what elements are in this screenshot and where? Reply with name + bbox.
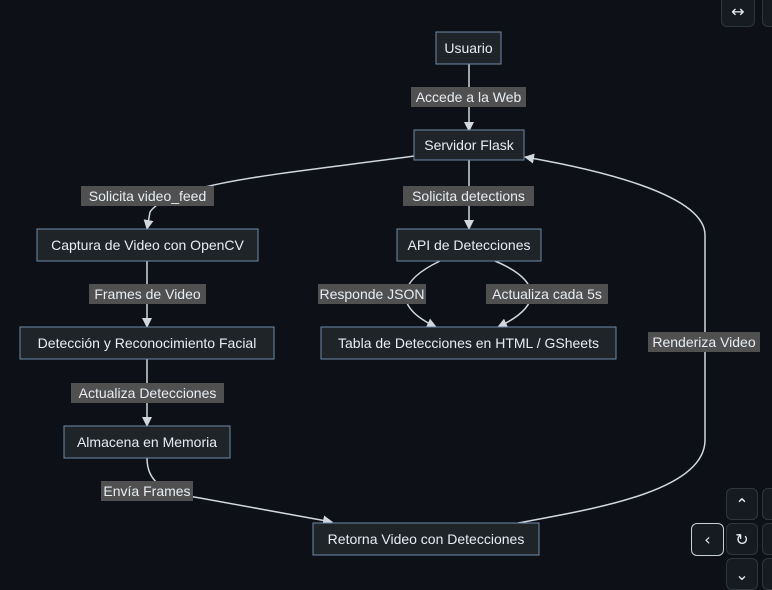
- svg-text:Responde JSON: Responde JSON: [319, 286, 424, 302]
- svg-text:Captura de Video con OpenCV: Captura de Video con OpenCV: [51, 237, 244, 253]
- pan-up-button[interactable]: ⌃: [726, 488, 758, 520]
- nodes: Usuario Servidor Flask Captura de Video …: [19, 31, 617, 556]
- node-almacena-memoria: Almacena en Memoria: [63, 425, 231, 459]
- svg-text:Almacena en Memoria: Almacena en Memoria: [77, 434, 217, 450]
- partial-control-right-1[interactable]: [762, 488, 772, 520]
- edge-label-actualiza-detecciones: Actualiza Detecciones: [71, 383, 224, 403]
- svg-text:Detección y Reconocimiento Fac: Detección y Reconocimiento Facial: [38, 335, 257, 351]
- node-servidor-flask: Servidor Flask: [413, 129, 525, 161]
- node-deteccion-reconocimiento: Detección y Reconocimiento Facial: [19, 326, 275, 360]
- svg-text:Servidor Flask: Servidor Flask: [424, 137, 514, 153]
- reset-view-button[interactable]: ↻: [726, 523, 758, 555]
- svg-text:Tabla de Detecciones en HTML /: Tabla de Detecciones en HTML / GSheets: [338, 335, 599, 351]
- partial-control-top-right[interactable]: [762, 0, 772, 27]
- svg-text:Usuario: Usuario: [444, 40, 492, 56]
- edge-label-frames: Frames de Video: [89, 284, 206, 304]
- edge-retorna-servidor: [517, 153, 706, 524]
- partial-control-right-3[interactable]: [762, 558, 772, 590]
- node-retorna-video: Retorna Video con Detecciones: [312, 522, 540, 556]
- edge-label-solicita-video: Solicita video_feed: [81, 186, 214, 206]
- svg-text:API de Detecciones: API de Detecciones: [408, 237, 531, 253]
- edge-label-renderiza: Renderiza Video: [648, 332, 760, 352]
- expand-icon[interactable]: ↔: [721, 0, 755, 27]
- partial-control-right-2[interactable]: [762, 523, 772, 555]
- svg-text:Solicita detections: Solicita detections: [412, 188, 525, 204]
- pan-left-button[interactable]: ‹: [691, 523, 724, 556]
- svg-text:Renderiza Video: Renderiza Video: [652, 334, 755, 350]
- node-usuario: Usuario: [435, 31, 502, 65]
- edge-label-solicita-detections: Solicita detections: [403, 186, 534, 206]
- edge-label-actualiza-5s: Actualiza cada 5s: [486, 284, 608, 304]
- svg-text:Envía Frames: Envía Frames: [103, 483, 190, 499]
- pan-down-button[interactable]: ⌄: [726, 558, 758, 590]
- edge-label-responde: Responde JSON: [318, 284, 426, 304]
- node-captura-video: Captura de Video con OpenCV: [36, 228, 259, 262]
- svg-text:Actualiza cada 5s: Actualiza cada 5s: [492, 286, 602, 302]
- svg-text:Frames de Video: Frames de Video: [94, 286, 201, 302]
- node-api-detecciones: API de Detecciones: [396, 228, 542, 262]
- svg-text:Accede a la Web: Accede a la Web: [416, 89, 522, 105]
- svg-text:Actualiza Detecciones: Actualiza Detecciones: [79, 385, 217, 401]
- node-tabla-detecciones: Tabla de Detecciones en HTML / GSheets: [320, 326, 617, 360]
- svg-text:Solicita video_feed: Solicita video_feed: [89, 188, 207, 204]
- edge-label-envia: Envía Frames: [101, 481, 193, 501]
- edge-labels: Accede a la Web Solicita video_feed Soli…: [71, 87, 760, 501]
- edge-label-accede: Accede a la Web: [411, 87, 526, 107]
- svg-text:Retorna Video con Detecciones: Retorna Video con Detecciones: [328, 531, 525, 547]
